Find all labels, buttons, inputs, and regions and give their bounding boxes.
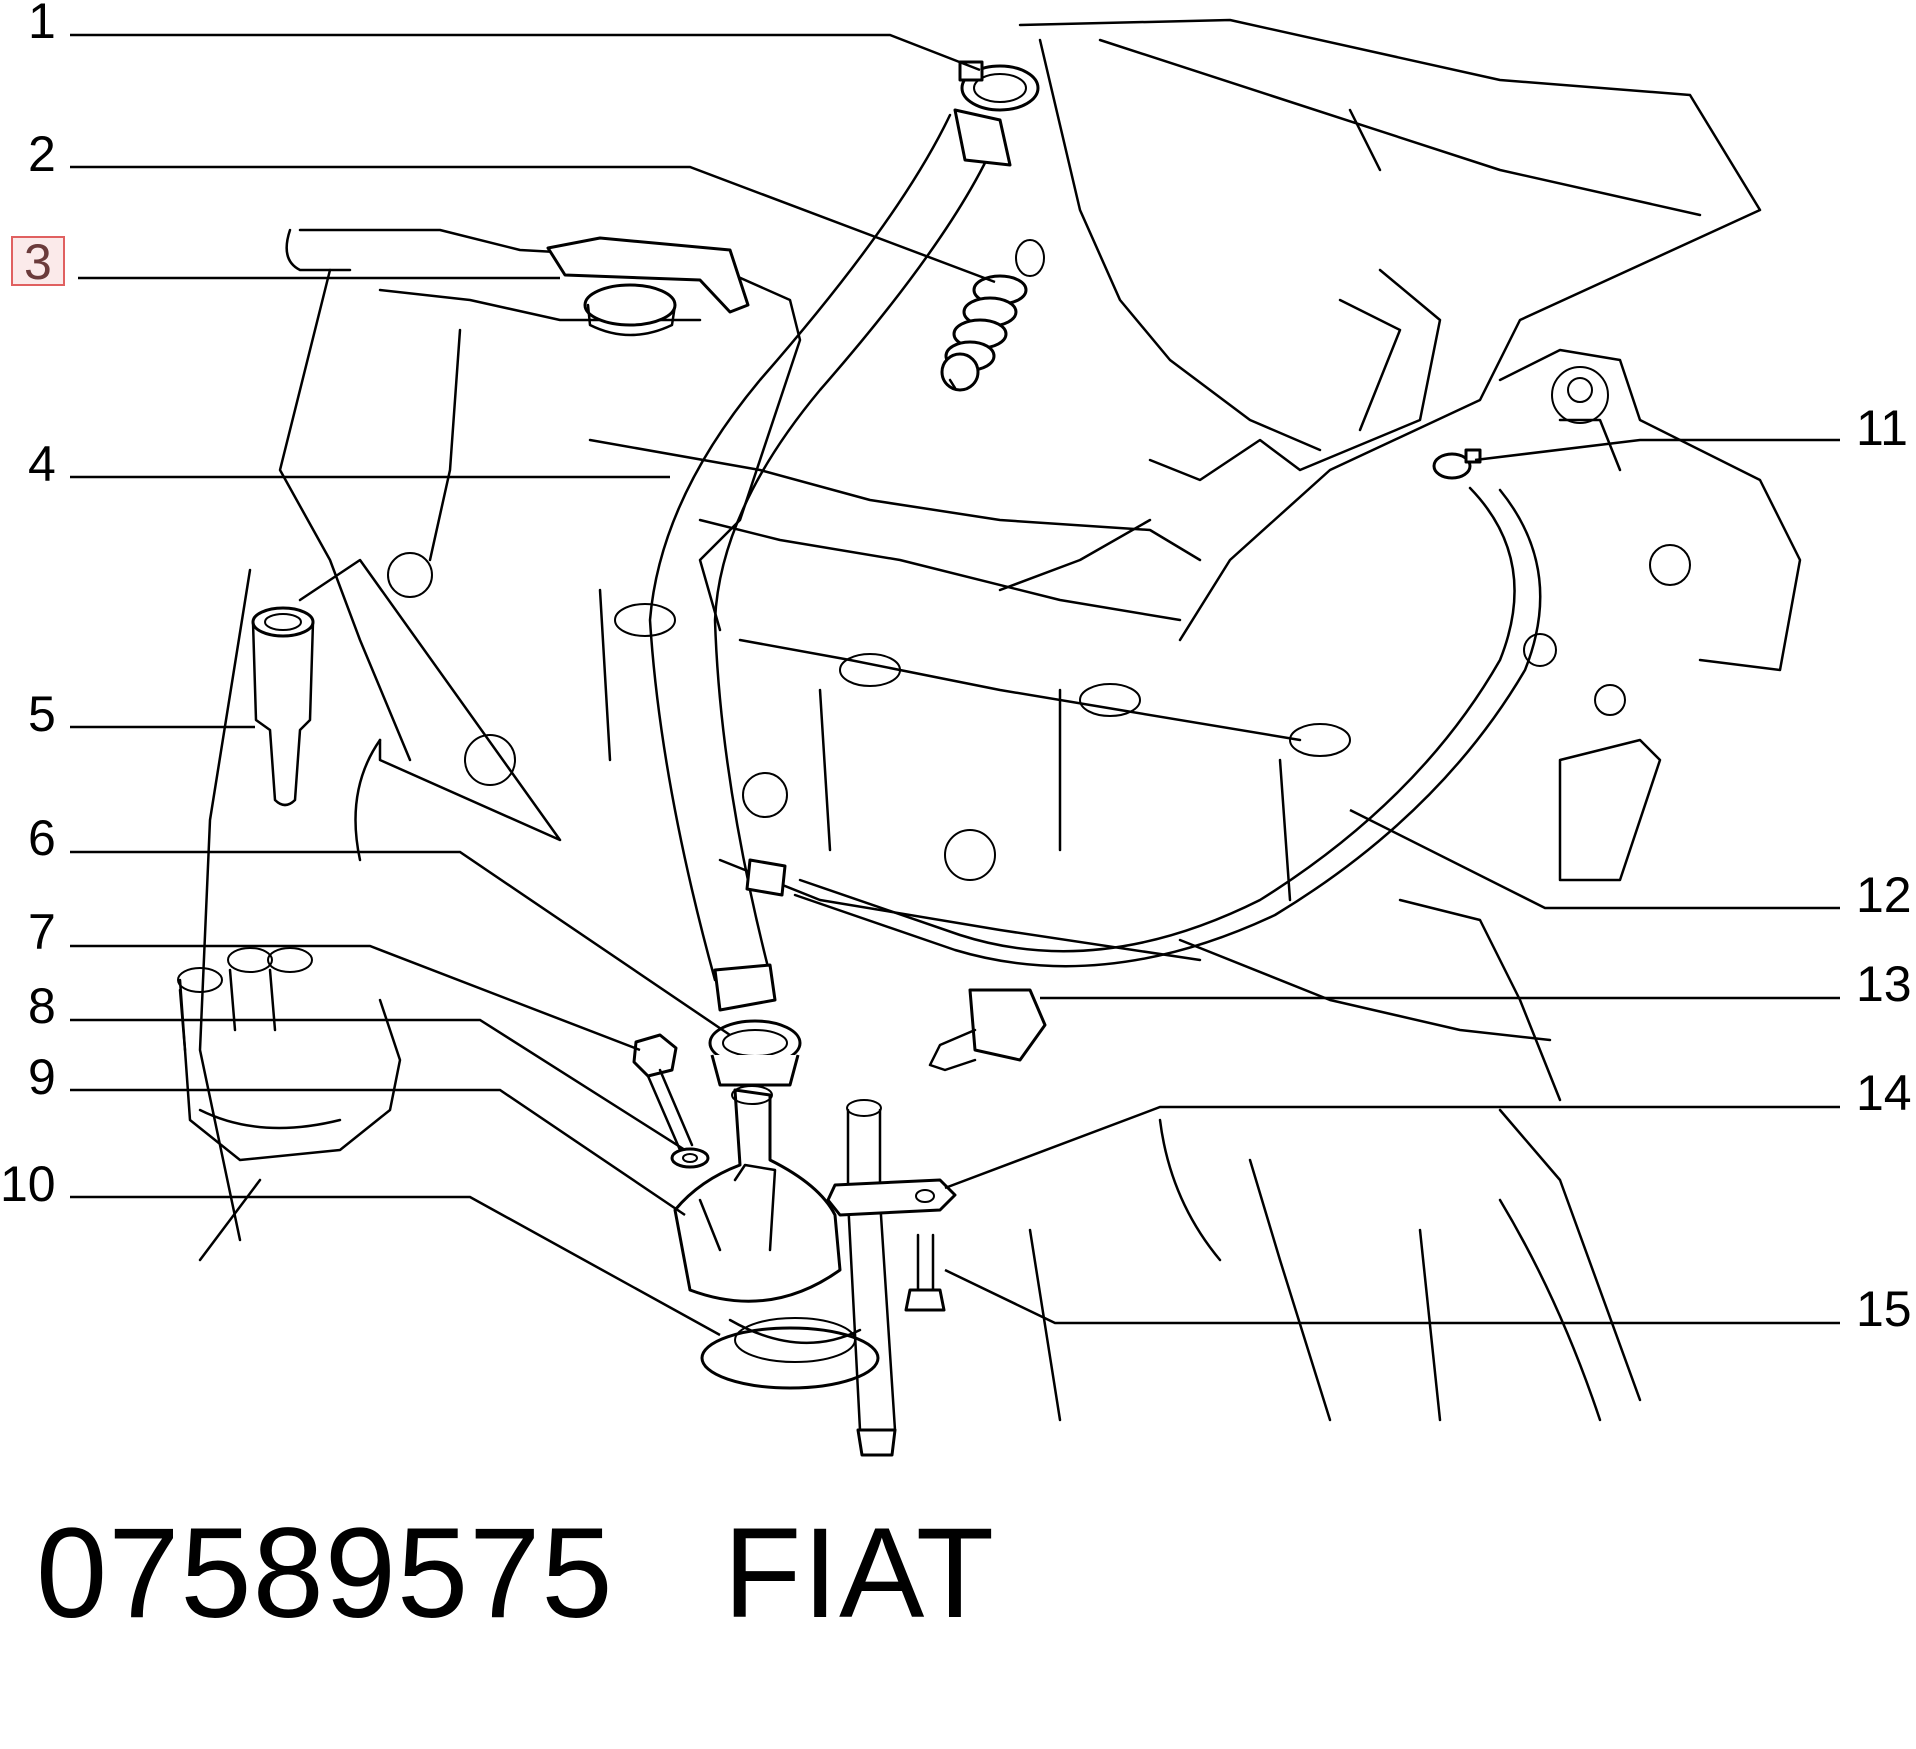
- leader-14: [944, 1105, 1840, 1190]
- part-5-fitting: [251, 606, 315, 807]
- leader-1: [70, 33, 981, 72]
- callout-14: 14: [1856, 1065, 1912, 1121]
- callout-1: 1: [28, 0, 56, 49]
- engine-outline: [177, 18, 1802, 1422]
- callout-15: 15: [1856, 1281, 1912, 1337]
- leader-12: [1349, 808, 1840, 910]
- callout-10: 10: [0, 1156, 56, 1212]
- part-13-sensor: [928, 988, 1047, 1072]
- part-1-hose-clamp: [958, 60, 1040, 112]
- leader-lines: [70, 33, 1840, 1337]
- part-12-pipe: [745, 486, 1542, 968]
- part-8-washer: [670, 1147, 710, 1169]
- part-11-clip: [1432, 448, 1482, 480]
- leader-6: [70, 850, 731, 1037]
- part-6-hose-clamp: [708, 1019, 802, 1087]
- part-2-spring-fitting: [940, 239, 1045, 392]
- leader-8: [70, 1018, 686, 1152]
- callout-3: 3: [24, 234, 52, 290]
- part-10-gasket: [700, 1317, 880, 1390]
- callout-7: 7: [28, 904, 56, 960]
- part-9-separator: [673, 1085, 842, 1303]
- caption-spacer: [614, 1502, 724, 1645]
- leader-10: [70, 1195, 721, 1337]
- part-7-bolt: [632, 1033, 694, 1152]
- highlight-box-3: [11, 236, 65, 286]
- brand-name: FIAT: [723, 1502, 995, 1645]
- callout-6: 6: [28, 810, 56, 866]
- callout-numbers: 1 2 3 4 5 6 7 8 9 10 11 12 13 14 15: [0, 0, 1912, 1337]
- callout-5: 5: [28, 686, 56, 742]
- leader-15: [944, 1268, 1840, 1325]
- part-3-filler-cap: [546, 236, 750, 337]
- part-4-breather-hose: [648, 108, 1012, 1012]
- callout-11: 11: [1856, 400, 1908, 456]
- leader-9: [70, 1088, 686, 1217]
- part-14-tube-bracket: [826, 1099, 957, 1457]
- part-number: 07589575: [36, 1502, 614, 1645]
- callout-4: 4: [28, 436, 56, 492]
- callout-9: 9: [28, 1049, 56, 1105]
- part-15-bolt: [904, 1233, 946, 1312]
- callout-12: 12: [1856, 867, 1912, 923]
- leader-7: [70, 944, 641, 1052]
- leader-2: [70, 165, 996, 284]
- part-caption: 07589575 FIAT: [36, 1510, 995, 1638]
- leader-11: [1474, 438, 1840, 462]
- callout-8: 8: [28, 978, 56, 1034]
- callout-2: 2: [28, 126, 56, 182]
- callout-13: 13: [1856, 956, 1912, 1012]
